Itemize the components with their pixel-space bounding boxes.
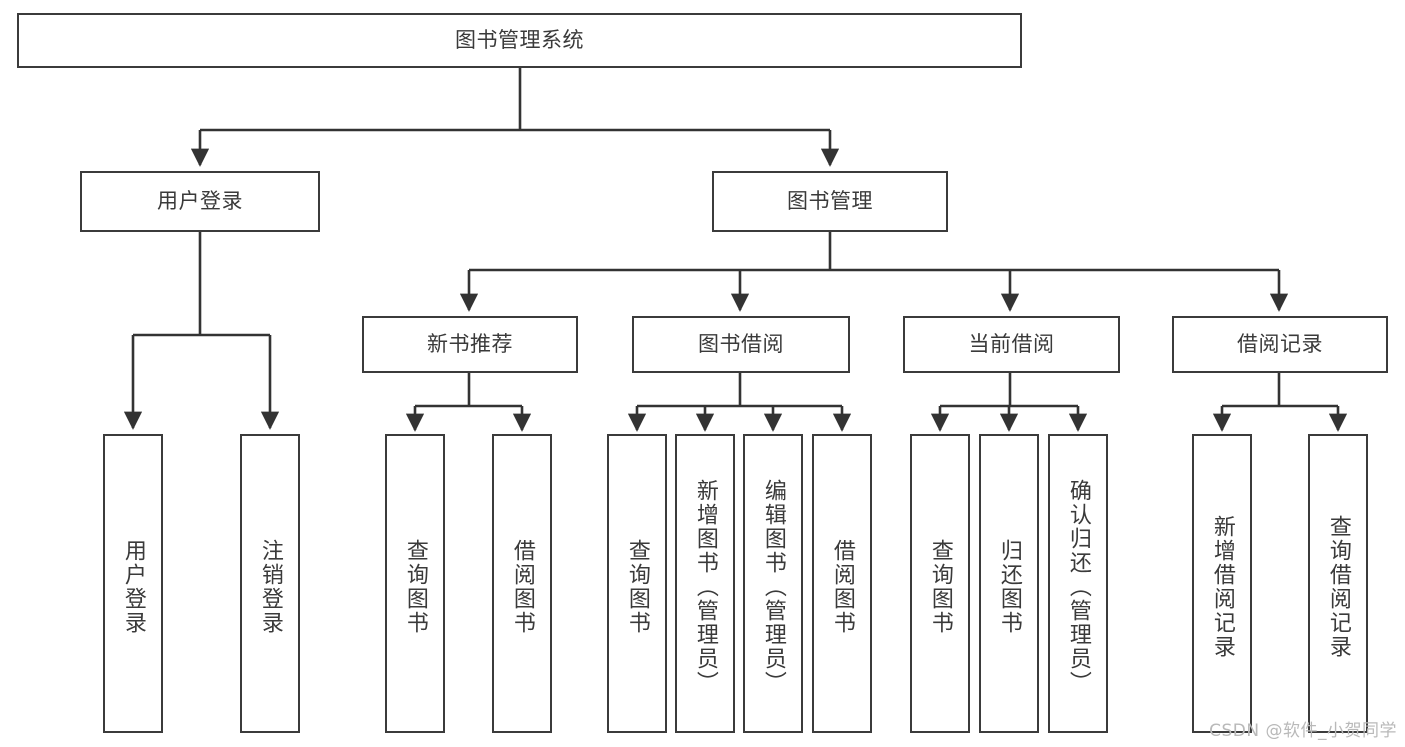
node-book-borrow-label: 图书借阅 <box>698 332 784 357</box>
leaf-user-login-login[interactable]: 用户登录 <box>103 434 163 733</box>
node-root-system-label: 图书管理系统 <box>455 28 584 53</box>
leaf-borrow-record-query-label: 查询借阅记录 <box>1325 514 1351 659</box>
leaf-user-login-logout[interactable]: 注销登录 <box>240 434 300 733</box>
node-root-system[interactable]: 图书管理系统 <box>17 13 1022 68</box>
leaf-book-borrow-borrow[interactable]: 借阅图书 <box>812 434 872 733</box>
node-borrow-record-label: 借阅记录 <box>1237 332 1323 357</box>
leaf-new-book-query[interactable]: 查询图书 <box>385 434 445 733</box>
csdn-watermark: CSDN @软件_小贺同学 <box>1209 721 1397 741</box>
leaf-new-book-borrow-label: 借阅图书 <box>509 538 535 635</box>
leaf-new-book-borrow[interactable]: 借阅图书 <box>492 434 552 733</box>
leaf-new-book-query-label: 查询图书 <box>402 538 428 635</box>
leaf-book-borrow-add-label: 新增图书（管理员） <box>692 478 718 695</box>
leaf-user-login-logout-label: 注销登录 <box>257 538 283 635</box>
leaf-current-borrow-confirm-label: 确认归还（管理员） <box>1065 478 1091 695</box>
leaf-current-borrow-return-label: 归还图书 <box>996 538 1022 635</box>
node-new-book-recommend-label: 新书推荐 <box>427 332 513 357</box>
leaf-book-borrow-query[interactable]: 查询图书 <box>607 434 667 733</box>
node-current-borrow-label: 当前借阅 <box>968 332 1055 357</box>
node-book-management[interactable]: 图书管理 <box>712 171 948 232</box>
node-borrow-record[interactable]: 借阅记录 <box>1172 316 1388 373</box>
node-new-book-recommend[interactable]: 新书推荐 <box>362 316 578 373</box>
leaf-borrow-record-add-label: 新增借阅记录 <box>1209 514 1235 659</box>
leaf-borrow-record-add[interactable]: 新增借阅记录 <box>1192 434 1252 733</box>
node-book-borrow[interactable]: 图书借阅 <box>632 316 850 373</box>
leaf-current-borrow-query-label: 查询图书 <box>927 538 953 635</box>
leaf-book-borrow-query-label: 查询图书 <box>624 538 650 635</box>
leaf-book-borrow-edit-label: 编辑图书（管理员） <box>760 478 786 695</box>
leaf-current-borrow-confirm[interactable]: 确认归还（管理员） <box>1048 434 1108 733</box>
node-current-borrow[interactable]: 当前借阅 <box>903 316 1120 373</box>
node-user-login[interactable]: 用户登录 <box>80 171 320 232</box>
leaf-borrow-record-query[interactable]: 查询借阅记录 <box>1308 434 1368 733</box>
leaf-book-borrow-edit[interactable]: 编辑图书（管理员） <box>743 434 803 733</box>
leaf-user-login-login-label: 用户登录 <box>120 538 146 635</box>
node-book-management-label: 图书管理 <box>787 189 873 214</box>
leaf-book-borrow-add[interactable]: 新增图书（管理员） <box>675 434 735 733</box>
leaf-current-borrow-query[interactable]: 查询图书 <box>910 434 970 733</box>
leaf-current-borrow-return[interactable]: 归还图书 <box>979 434 1039 733</box>
leaf-book-borrow-borrow-label: 借阅图书 <box>829 538 855 635</box>
node-user-login-label: 用户登录 <box>157 189 243 214</box>
